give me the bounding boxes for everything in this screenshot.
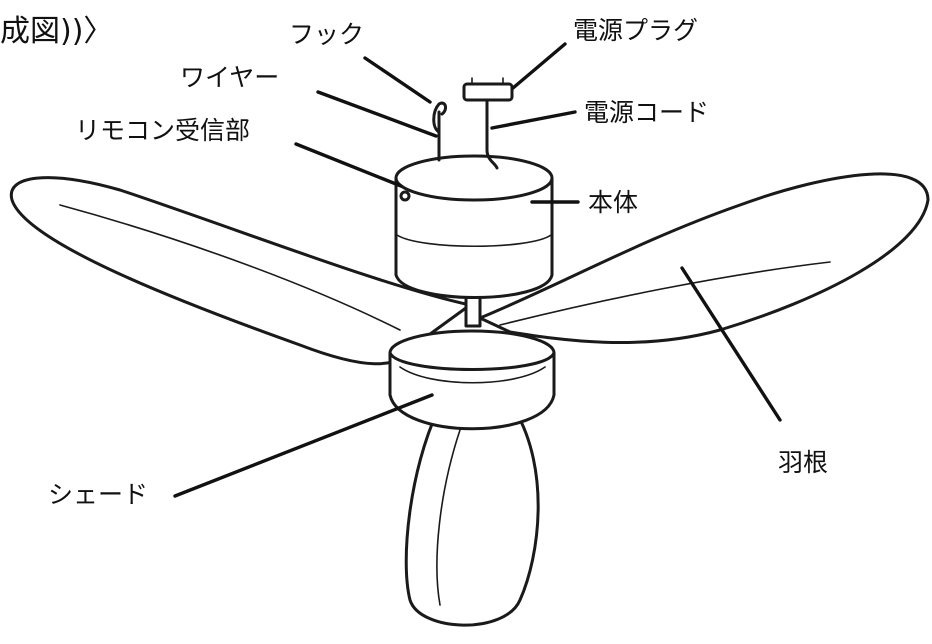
label-power-plug: 電源プラグ <box>573 18 698 43</box>
label-hook: フック <box>289 22 364 47</box>
leader-plug <box>513 44 565 88</box>
page-heading: 成図))〉 <box>0 6 113 50</box>
label-shade: シェード <box>48 482 148 507</box>
leader-wire <box>318 92 436 136</box>
blade-front <box>406 410 538 625</box>
leader-remote <box>296 144 401 186</box>
label-wire: ワイヤー <box>180 65 279 90</box>
leader-cord <box>492 112 575 128</box>
label-body: 本体 <box>588 190 638 215</box>
label-power-cord: 電源コード <box>584 100 709 125</box>
motor-top <box>396 156 552 200</box>
leader-hook <box>365 58 430 102</box>
label-remote-receiver: リモコン受信部 <box>75 118 250 143</box>
power-plug <box>464 84 512 100</box>
leader-shade <box>175 395 432 496</box>
remote-receiver-window <box>401 192 409 200</box>
label-blade: 羽根 <box>778 450 828 475</box>
